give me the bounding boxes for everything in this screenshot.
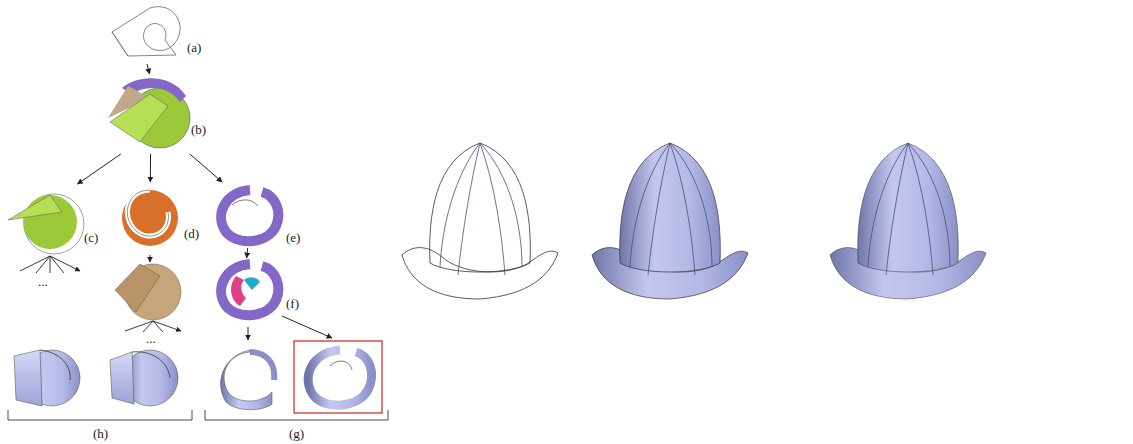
step-label: (c) (84, 230, 98, 245)
group-label: (g) (289, 426, 304, 441)
figure-step: (d) (108, 182, 200, 254)
flow-arrow (247, 248, 248, 258)
figure-step: (c) (4, 184, 102, 254)
ellipsis-mark: ... (38, 274, 48, 289)
figure-step: (e) (208, 182, 302, 248)
flow-arrow (190, 154, 222, 182)
flow-arrow (78, 154, 121, 184)
ellipsis-mark: ... (146, 331, 156, 346)
step-label: (e) (286, 230, 300, 245)
flow-arrow (147, 64, 150, 74)
step-label: (b) (191, 122, 206, 137)
step-label: (f) (286, 296, 299, 311)
figure-step: (a) (105, 2, 205, 64)
group-label: (h) (93, 426, 108, 441)
step-label: (a) (187, 40, 201, 55)
figure-step: (b) (105, 74, 211, 154)
step-label: (d) (184, 226, 199, 241)
figure-step: (f) (208, 258, 300, 328)
flow-arrow (150, 154, 151, 182)
